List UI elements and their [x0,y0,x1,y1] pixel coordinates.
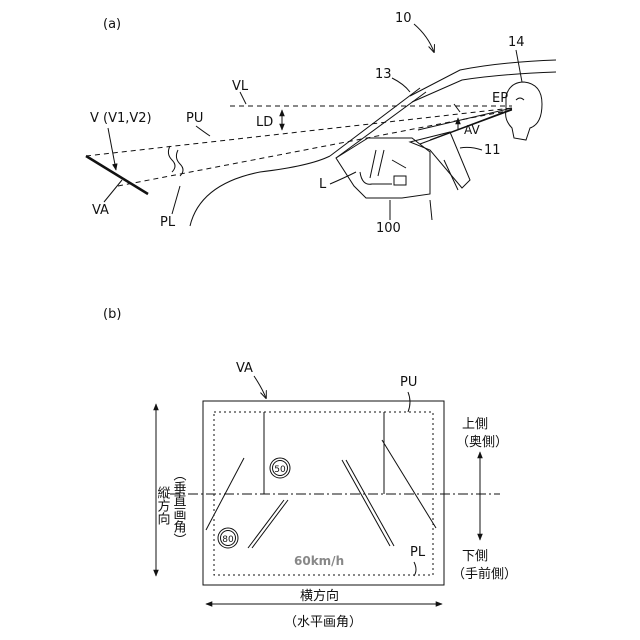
panel-b-label: (b) [103,307,121,322]
panel-a: (a) 10 13 L 100 11 14 EP [86,11,556,236]
label-PL: PL [160,215,176,230]
label-upper-sub: （奥側） [456,435,508,450]
svg-text:80: 80 [222,535,234,545]
dash-lower [430,200,432,220]
windshield-inner [336,92,426,158]
label-VL: VL [232,79,249,94]
ref-eye-leader [516,50,522,82]
hud-mirror [360,172,392,184]
label-VA-b-arrow [254,376,266,398]
ref-windshield-leader [392,78,410,92]
windshield-outer [330,88,420,156]
label-PU-b: PU [400,375,417,390]
label-vertical: 縦方向 [155,486,171,525]
label-LD: LD [256,115,273,130]
ref-wheel-leader [460,147,482,150]
speed-sign-bottom: 80 [218,528,238,548]
ref-vehicle-arrow [414,24,434,52]
label-VA: VA [92,203,109,218]
ref-light: L [319,177,327,192]
label-vertical-sub: （垂直画角） [171,468,187,546]
label-horizontal: 横方向 [300,588,339,604]
steering-column [444,160,458,190]
roof-outline-lower [412,72,556,102]
ref-wheel: 11 [484,143,501,158]
label-V-arrow [108,128,116,170]
hud-mirror-2 [392,160,406,168]
steering-wheel [410,132,470,188]
label-lower: 下側 [462,549,488,564]
virtual-image-plane [86,156,148,194]
label-horizontal-sub: （水平画角） [284,615,362,630]
speed-readout: 60km/h [294,554,344,568]
label-VA-b: VA [236,361,253,376]
label-V: V (V1,V2) [90,111,152,126]
label-AV: AV [464,123,480,137]
ref-eye: 14 [508,35,525,50]
label-PU-b-leader [408,392,410,412]
hood-outline [190,156,330,226]
label-PL-leader [172,186,180,214]
driver-eye [516,98,524,100]
hud-light-path [370,150,384,178]
ref-unit: 100 [376,221,401,236]
label-EP: EP [492,91,508,106]
speed-sign-top: 50 [270,458,290,478]
panel-b: (b) VA PU PL 50 80 [103,307,517,630]
label-PU: PU [186,111,203,126]
label-lower-sub: （手前側） [452,566,517,582]
lane-left-inner [248,500,288,548]
label-upper: 上側 [462,417,488,432]
break-mark-upper-2 [176,150,183,176]
ref-windshield: 13 [375,67,392,82]
lane-right-outer [382,440,436,528]
angle-AV-tick [454,104,460,112]
panel-a-label: (a) [103,17,121,32]
break-mark-upper [168,146,175,172]
svg-text:50: 50 [274,465,286,475]
label-PL-b: PL [410,545,426,560]
label-PL-b-leader [414,562,416,576]
label-PU-leader [196,126,210,136]
ref-vehicle: 10 [395,11,412,26]
hud-unit-body [336,138,430,198]
label-VA-leader [104,180,122,202]
lane-right-inner [342,460,394,546]
driver-head [506,82,542,140]
roof-outline-upper [410,60,556,96]
hud-display [394,176,406,185]
